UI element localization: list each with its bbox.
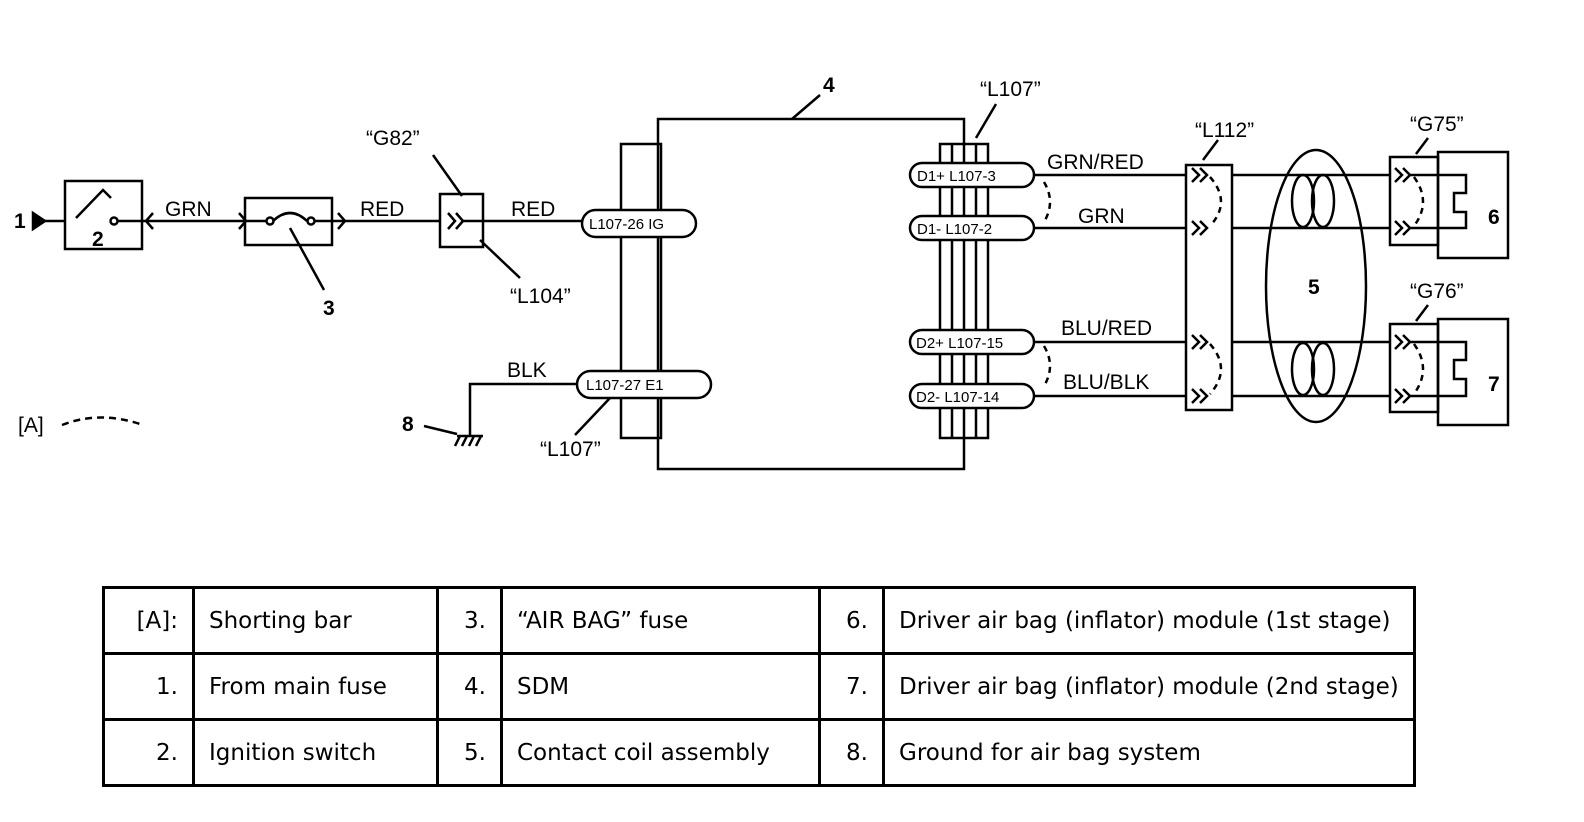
pin-label-d2-plus: D2+ L107-15	[916, 335, 1003, 352]
ignition-switch-icon	[63, 179, 144, 251]
legend-key: 2.	[102, 718, 195, 787]
pin-label-d2-minus: D2- L107-14	[916, 389, 999, 406]
wire-label-grn-left: GRN	[165, 198, 212, 221]
callout-6: 6	[1488, 206, 1500, 229]
legend-text: Contact coil assembly	[500, 718, 821, 787]
sdm-module-icon	[656, 117, 966, 471]
wire-label-grn-right: GRN	[1078, 205, 1125, 228]
wire-label-red-1: RED	[360, 198, 404, 221]
driver-airbag-module-2nd-stage-icon	[1436, 317, 1510, 427]
legend-key: 1.	[102, 652, 195, 721]
wire-label-grn-red: GRN/RED	[1047, 151, 1144, 174]
connector-label-g75: “G75”	[1410, 113, 1464, 136]
pin-label-e1: L107-27 E1	[586, 377, 664, 394]
legend-key: 8.	[818, 718, 885, 787]
legend-text: Ignition switch	[192, 718, 439, 787]
pin-label-d1-plus: D1+ L107-3	[917, 168, 996, 185]
wire-label-blu-blk: BLU/BLK	[1063, 371, 1149, 394]
legend-row: 2. Ignition switch 5. Contact coil assem…	[102, 718, 1416, 787]
connector-label-l107-top: “L107”	[980, 78, 1041, 101]
legend-text: Driver air bag (inflator) module (2nd st…	[882, 652, 1416, 721]
callout-2: 2	[92, 228, 104, 251]
main-fuse-arrow-icon	[31, 210, 48, 232]
connector-label-l104: “L104”	[510, 285, 571, 308]
connector-label-g82: “G82”	[366, 127, 420, 150]
l112-connector-icon	[1184, 163, 1234, 412]
legend-text: Shorting bar	[192, 586, 439, 655]
legend-text: Ground for air bag system	[882, 718, 1416, 787]
shorting-bar-key-label: [A]	[18, 414, 44, 437]
legend-text: SDM	[500, 652, 821, 721]
legend-table: [A]: Shorting bar 3. “AIR BAG” fuse 6. D…	[102, 586, 1416, 787]
legend-text: “AIR BAG” fuse	[500, 586, 821, 655]
legend-key: 6.	[818, 586, 885, 655]
callout-7: 7	[1488, 373, 1500, 396]
legend-row: [A]: Shorting bar 3. “AIR BAG” fuse 6. D…	[102, 586, 1416, 655]
wire-label-blk: BLK	[507, 359, 547, 382]
legend-key: 5.	[436, 718, 503, 787]
legend-key: 3.	[436, 586, 503, 655]
connector-label-l112: “L112”	[1195, 119, 1254, 142]
connector-label-l107-bottom: “L107”	[540, 438, 601, 461]
contact-coil-icon	[1264, 148, 1368, 424]
callout-1: 1	[14, 210, 26, 233]
shorting-bar-key-icon	[61, 416, 144, 427]
callout-3: 3	[323, 297, 335, 320]
driver-airbag-module-1st-stage-icon	[1436, 150, 1510, 260]
wiring-diagram: 1 2 3 4 5 6 7 8 “G82” “L104” “L107” “L10…	[14, 74, 1510, 471]
wire-label-red-2: RED	[511, 198, 555, 221]
pin-label-d1-minus: D1- L107-2	[917, 221, 992, 238]
legend-key: 7.	[818, 652, 885, 721]
legend-key: [A]:	[102, 586, 195, 655]
l107-right-connector-icon	[938, 142, 990, 440]
legend-row: 1. From main fuse 4. SDM 7. Driver air b…	[102, 652, 1416, 721]
legend-text: From main fuse	[192, 652, 439, 721]
legend-key: 4.	[436, 652, 503, 721]
callout-4: 4	[823, 74, 835, 97]
connector-label-g76: “G76”	[1410, 280, 1464, 303]
pin-label-ig: L107-26 IG	[589, 216, 664, 233]
wire-label-blu-red: BLU/RED	[1061, 317, 1152, 340]
callout-5: 5	[1308, 276, 1320, 299]
callout-8: 8	[402, 413, 414, 436]
legend-text: Driver air bag (inflator) module (1st st…	[882, 586, 1416, 655]
l107-left-connector-icon	[619, 142, 663, 440]
